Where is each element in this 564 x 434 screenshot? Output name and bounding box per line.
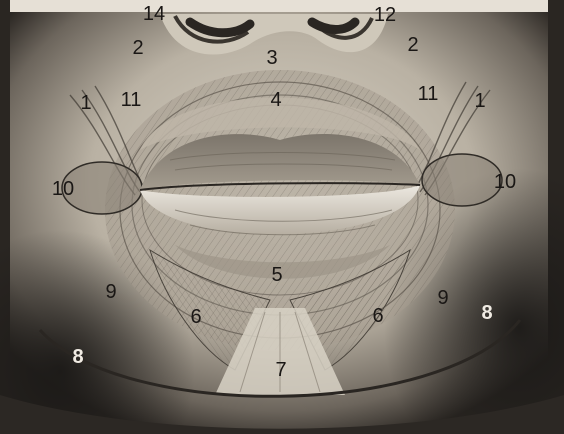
label-4: 4 — [270, 90, 281, 110]
label-10-left: 10 — [52, 179, 74, 199]
label-10-right: 10 — [494, 172, 516, 192]
label-9-right: 9 — [437, 288, 448, 308]
label-6-left: 6 — [190, 307, 201, 327]
label-5: 5 — [271, 265, 282, 285]
label-7: 7 — [275, 360, 286, 380]
label-2-right: 2 — [407, 35, 418, 55]
label-12: 12 — [374, 5, 396, 25]
label-3: 3 — [266, 48, 277, 68]
label-11-right: 11 — [418, 84, 439, 104]
label-11-left: 11 — [121, 90, 142, 110]
label-8-left: 8 — [72, 347, 83, 367]
label-9-left: 9 — [105, 282, 116, 302]
label-8-right: 8 — [481, 303, 492, 323]
label-1-right: 1 — [474, 91, 485, 111]
label-14: 14 — [143, 4, 165, 24]
label-2-left: 2 — [132, 38, 143, 58]
label-1-left: 1 — [80, 93, 91, 113]
label-6-right: 6 — [372, 306, 383, 326]
